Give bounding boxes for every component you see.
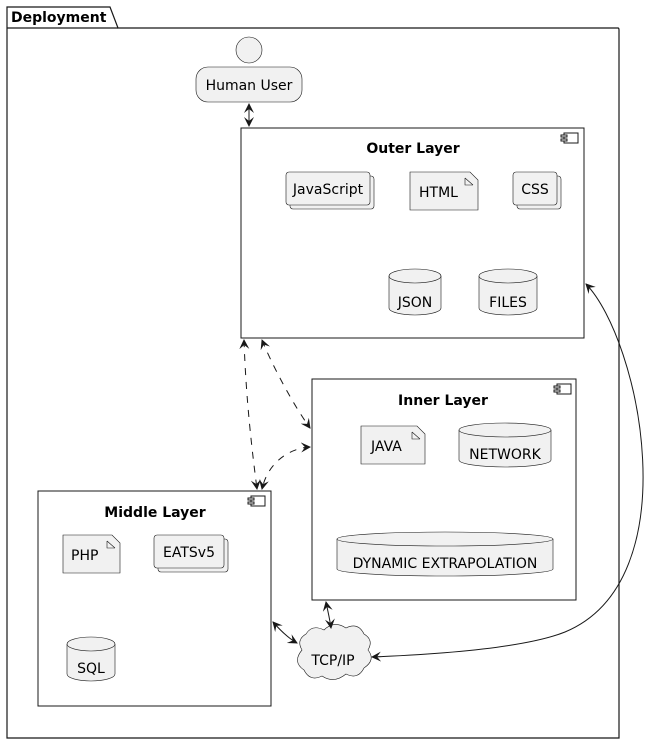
collection-label: JavaScript <box>292 182 364 198</box>
database-label: SQL <box>77 661 105 677</box>
outer-layer-component: Outer Layer JavaScript HTML CSS JSON FIL… <box>240 127 585 339</box>
component-icon <box>247 495 266 507</box>
edges <box>239 103 644 662</box>
database-label: DYNAMIC EXTRAPOLATION <box>353 556 538 572</box>
artifact-html: HTML <box>409 171 479 211</box>
database-files: FILES <box>478 268 538 316</box>
database-label: JSON <box>397 295 433 311</box>
component-icon <box>560 132 579 144</box>
artifact-label: JAVA <box>370 439 402 455</box>
inner-layer-component: Inner Layer JAVA NETWORK DYNAMIC EXTRAPO… <box>311 378 577 601</box>
outer-layer-title: Outer Layer <box>366 141 459 157</box>
middle-layer-component: Middle Layer PHP EATSv5 SQL <box>37 490 272 707</box>
collection-javascript: JavaScript <box>285 171 375 210</box>
database-dynamic-extrapolation: DYNAMIC EXTRAPOLATION <box>336 531 554 577</box>
database-network: NETWORK <box>458 422 552 468</box>
package-title: Deployment <box>11 10 107 26</box>
edge-middle-tcpip <box>272 621 298 644</box>
artifact-label: HTML <box>419 185 458 201</box>
cloud-label: TCP/IP <box>310 653 354 669</box>
edge-outer-inner <box>260 339 311 429</box>
inner-layer-title: Inner Layer <box>398 393 488 409</box>
database-label: FILES <box>489 295 527 311</box>
database-json: JSON <box>388 268 442 316</box>
edge-inner-tcpip <box>322 601 335 629</box>
deployment-package: Deployment <box>6 6 620 739</box>
middle-layer-title: Middle Layer <box>104 505 206 521</box>
human-user-actor: Human User <box>195 36 303 103</box>
artifact-java: JAVA <box>360 425 426 465</box>
edge-inner-middle <box>259 442 311 490</box>
database-label: NETWORK <box>469 447 541 463</box>
component-icon <box>553 383 572 395</box>
artifact-php: PHP <box>62 534 121 574</box>
edge-outer-tcpip <box>371 283 644 662</box>
actor-label: Human User <box>206 78 293 94</box>
edge-outer-middle <box>239 339 261 490</box>
artifact-label: PHP <box>71 548 98 564</box>
collection-label: CSS <box>521 182 549 198</box>
database-sql: SQL <box>66 636 116 682</box>
collection-label: EATSv5 <box>163 545 215 561</box>
tcpip-cloud: TCP/IP <box>297 624 372 680</box>
collection-css: CSS <box>512 171 562 210</box>
collection-eatsv5: EATSv5 <box>153 534 229 573</box>
